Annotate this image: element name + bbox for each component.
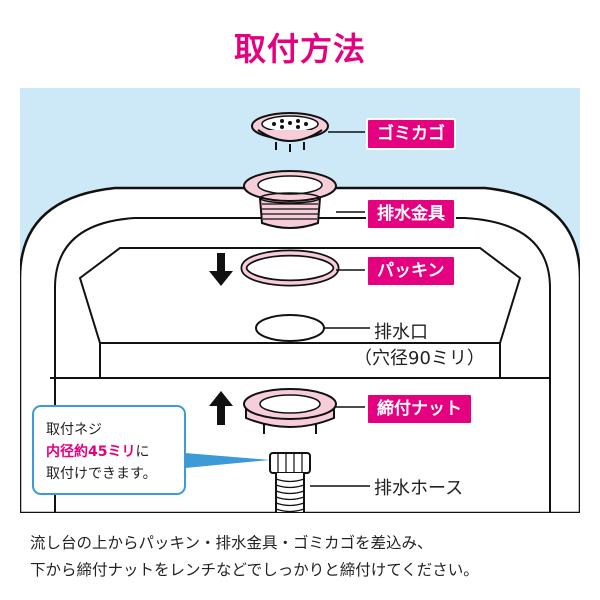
label-drain-fitting: 排水金具 xyxy=(366,198,456,230)
callout-line-3: 取付けできます。 xyxy=(46,466,157,482)
label-drain-hole-size: （穴径90ミリ） xyxy=(354,348,485,369)
label-packing: パッキン xyxy=(366,255,456,287)
caption-line-2: 下から締付ナットをレンチなどでしっかりと締付けてください。 xyxy=(30,561,479,579)
label-drain-hose: 排水ホース xyxy=(374,478,464,499)
label-drain-outlet: 排水口 xyxy=(374,322,428,343)
callout-line-2: 内径約45ミリに xyxy=(46,441,174,463)
label-lock-nut: 締付ナット xyxy=(366,393,473,425)
callout-line-2-suffix: に xyxy=(135,444,150,460)
callout-inner-diameter: 内径約45ミリ xyxy=(46,444,136,460)
drain-fitting-part xyxy=(243,170,337,229)
label-strainer: ゴミカゴ xyxy=(366,118,456,150)
callout-pointer xyxy=(185,453,270,468)
caption-line-1: 流し台の上からパッキン・排水金具・ゴミカゴを差込み、 xyxy=(30,534,433,552)
up-arrow-icon xyxy=(209,391,233,425)
page-title: 取付方法 xyxy=(233,30,366,68)
instruction-caption: 流し台の上からパッキン・排水金具・ゴミカゴを差込み、 下から締付ナットをレンチな… xyxy=(30,530,590,584)
thread-size-callout: 取付ネジ 内径約45ミリに 取付けできます。 xyxy=(32,405,186,495)
drain-outlet-hole xyxy=(255,314,325,342)
callout-line-1: 取付ネジ xyxy=(46,422,102,438)
drain-hose-part xyxy=(269,452,311,513)
strainer-part xyxy=(251,112,329,152)
down-arrow-icon xyxy=(209,253,233,286)
lock-nut-part xyxy=(243,388,337,434)
